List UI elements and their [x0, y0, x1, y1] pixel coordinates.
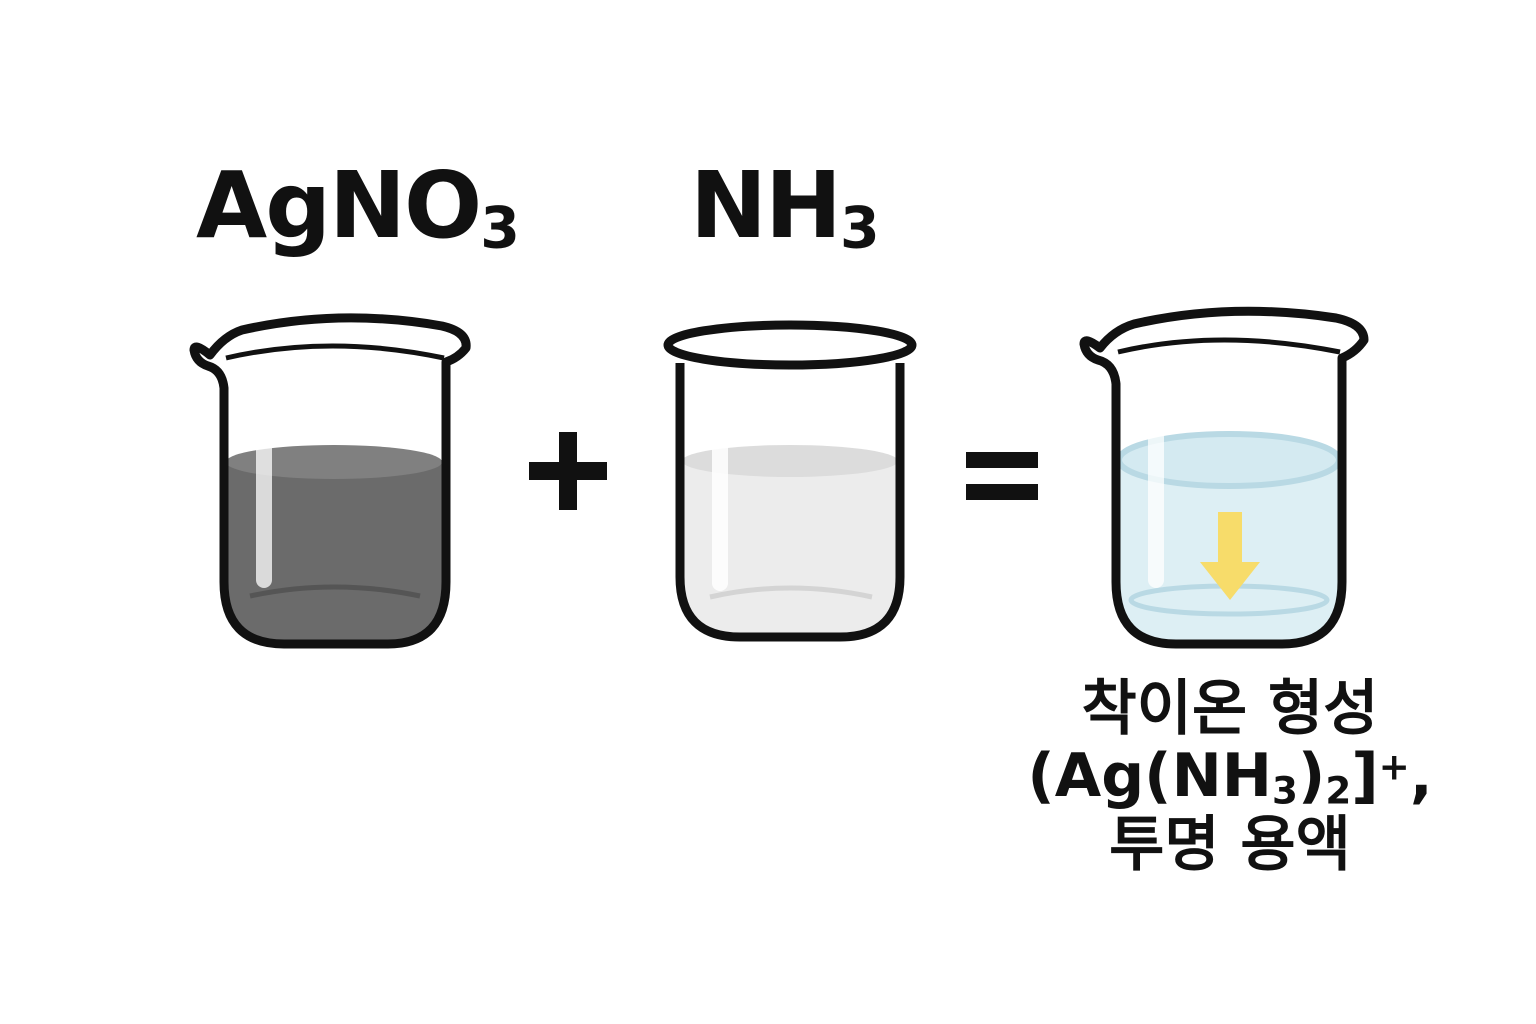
result-line-formula: (Ag(NH3)2]+,: [1027, 741, 1433, 813]
result-line-clear-solution: 투명 용액: [1109, 810, 1351, 881]
nh3-beaker-icon: [663, 320, 917, 642]
agno3-subscript: 3: [480, 195, 520, 262]
down-arrow-icon: [1200, 512, 1260, 600]
nh3-label: NH3: [690, 160, 880, 257]
agno3-beaker-outline: [189, 313, 471, 649]
result-beaker-icon: [1079, 306, 1369, 649]
nh3-liquid-surface: [682, 445, 898, 477]
result-beaker-outline: [1079, 306, 1369, 649]
agno3-beaker-icon: [189, 313, 471, 649]
result-line-complex-ion: 착이온 형성: [1081, 674, 1379, 744]
agno3-formula: AgNO: [196, 152, 482, 259]
nh3-subscript: 3: [840, 195, 880, 262]
agno3-label: AgNO3: [196, 160, 520, 257]
plus-sign: [529, 432, 607, 510]
agno3-liquid-surface: [226, 445, 442, 479]
nh3-formula: NH: [690, 152, 842, 259]
equals-sign: [966, 452, 1038, 500]
agno3-liquid: [226, 460, 442, 642]
result-caption: 착이온 형성 (Ag(NH3)2]+, 투명 용액: [1000, 674, 1460, 881]
nh3-beaker-outline: [675, 363, 905, 642]
